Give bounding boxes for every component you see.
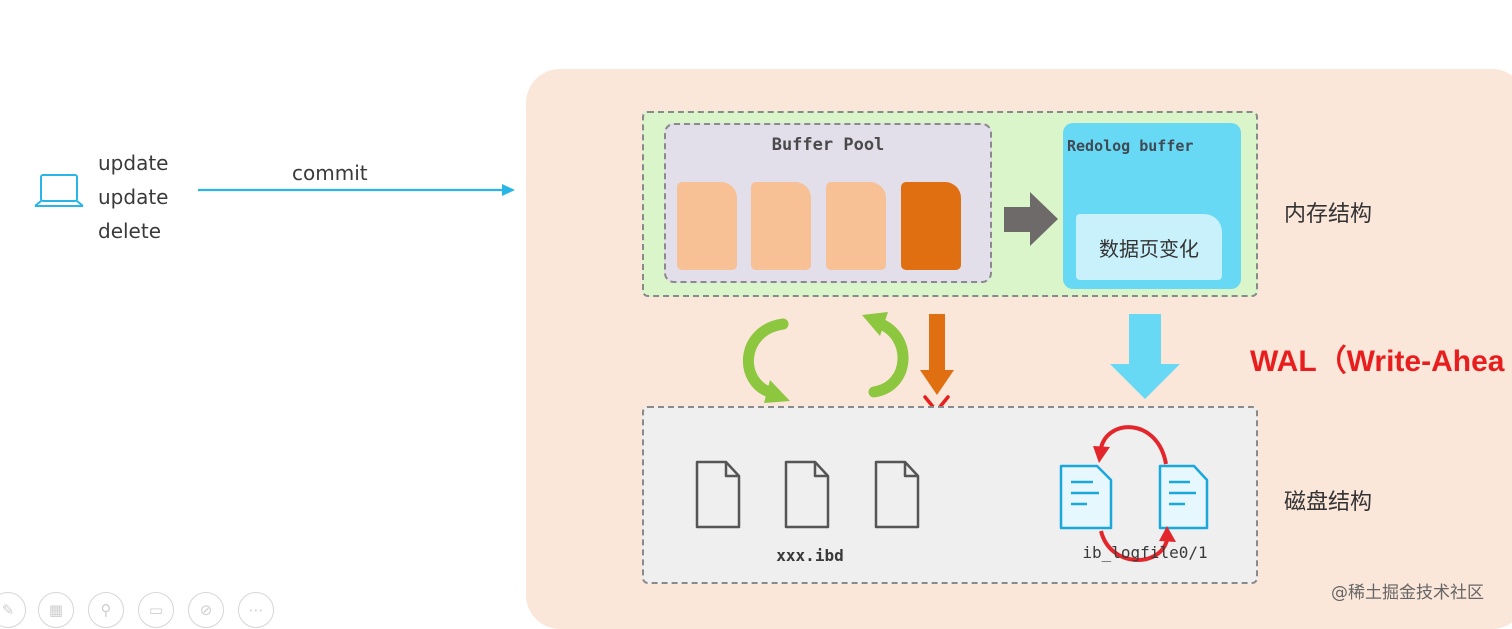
statement-1: update xyxy=(98,151,169,175)
log-cycle-bottom-arrow xyxy=(1099,526,1176,562)
camera-tool-button[interactable]: ⊘ xyxy=(188,592,224,628)
slide-icon: ▭ xyxy=(148,600,164,619)
sql-statements: update update delete xyxy=(98,146,168,248)
ibd-label: xxx.ibd xyxy=(776,546,844,565)
disk-structure-label: 磁盘结构 xyxy=(1284,490,1373,515)
memory-structure-label: 内存结构 xyxy=(1284,202,1373,227)
sync-right-arrow xyxy=(862,312,909,398)
zoom-tool-button[interactable]: ⚲ xyxy=(88,592,124,628)
ibd-file-icon xyxy=(695,460,741,529)
logfile-label: ib_logfile0/1 xyxy=(1082,543,1208,562)
ibd-file-icon xyxy=(874,460,920,529)
statement-3: delete xyxy=(98,219,162,243)
buffer-page-3 xyxy=(826,182,886,270)
more-tool-button[interactable]: ⋯ xyxy=(238,592,274,628)
commit-label: commit xyxy=(292,161,368,185)
buffer-page-2 xyxy=(751,182,811,270)
redolog-buffer-title: Redolog buffer xyxy=(1067,137,1194,155)
pages-tool-button[interactable]: ▦ xyxy=(38,592,74,628)
camera-off-icon: ⊘ xyxy=(199,600,213,619)
more-icon: ⋯ xyxy=(248,600,264,619)
pen-icon: ✎ xyxy=(1,600,15,619)
wal-label: WAL（Write-Ahea xyxy=(1250,345,1505,378)
zoom-icon: ⚲ xyxy=(100,600,112,619)
log-cycle-top-arrow xyxy=(1093,425,1168,465)
buffer-page-1 xyxy=(677,182,737,270)
logfile-icon xyxy=(1158,464,1209,530)
buffer-pool-title: Buffer Pool xyxy=(771,135,885,155)
statement-2: update xyxy=(98,185,169,209)
dirty-page xyxy=(901,182,961,270)
logfile-icon xyxy=(1059,464,1113,530)
dirty-flush-arrow xyxy=(920,314,954,395)
pages-icon: ▦ xyxy=(48,600,64,619)
redolog-content: 数据页变化 xyxy=(1076,214,1222,280)
redolog-write-arrow xyxy=(1110,314,1180,399)
sync-left-arrow xyxy=(743,318,790,403)
ibd-file-icon xyxy=(784,460,830,529)
watermark: @稀土掘金技术社区 xyxy=(1331,583,1484,603)
laptop-icon xyxy=(34,174,84,207)
slide-tool-button[interactable]: ▭ xyxy=(138,592,174,628)
redolog-content-label: 数据页变化 xyxy=(1099,236,1199,261)
